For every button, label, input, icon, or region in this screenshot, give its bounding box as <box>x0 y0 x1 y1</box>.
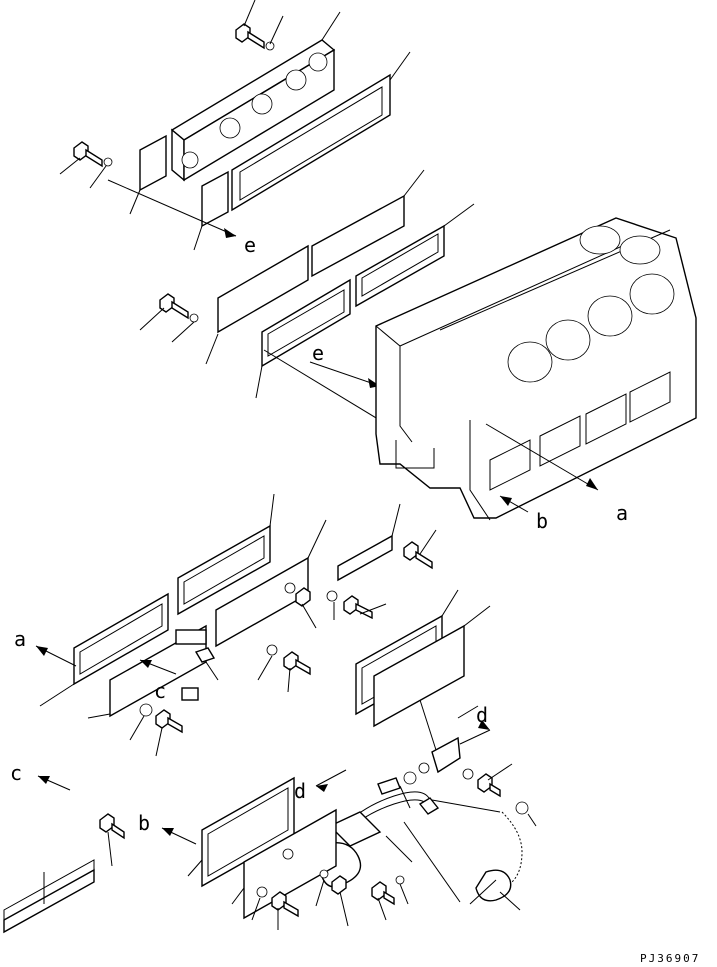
bar-bracket <box>337 534 393 582</box>
cover-plate-mid-right <box>311 194 405 278</box>
bolt-lower-right <box>257 644 311 693</box>
lower-cover-group: a c <box>14 493 437 757</box>
heater-cover <box>373 624 465 728</box>
cover-plate-mid-left <box>217 244 309 334</box>
top-cover-group: e <box>59 0 411 257</box>
small-plate <box>129 134 229 251</box>
label-a-top: a <box>616 501 628 525</box>
bolt-mid <box>139 293 199 343</box>
gasket-top <box>231 51 411 212</box>
bar-c <box>3 868 95 934</box>
side-cover-lower <box>73 592 169 686</box>
bolts-bottom <box>251 848 409 930</box>
drawing-code: PJ36907 <box>640 952 700 965</box>
label-d-mid: d <box>294 779 306 803</box>
label-b-top: b <box>536 509 548 533</box>
gasket-mid-right <box>355 224 445 308</box>
fitting-small <box>194 647 216 663</box>
bolt-top <box>235 0 284 51</box>
heater-body <box>328 811 382 847</box>
bolt-lower-mid <box>129 703 183 757</box>
engine-block: a b <box>375 217 697 533</box>
label-a-left: a <box>14 627 26 651</box>
bracket-d <box>431 736 461 774</box>
label-c-left: c <box>10 761 22 785</box>
heater-group: d d b <box>3 589 537 934</box>
side-cover-upper <box>177 524 271 616</box>
bolt-left-top <box>59 141 113 189</box>
small-tag <box>181 687 199 701</box>
small-bracket <box>175 629 207 645</box>
label-e-top: e <box>244 233 256 257</box>
label-b-left: b <box>138 811 150 835</box>
middle-cover-group: e <box>139 169 475 431</box>
gasket-mid-left <box>261 278 351 368</box>
bolt-upper-right <box>284 582 387 629</box>
label-e-mid: e <box>312 341 324 365</box>
label-c-mid: c <box>154 679 166 703</box>
sensor-connector <box>475 869 512 902</box>
label-d-right: d <box>476 703 488 727</box>
cover-plate-large <box>170 11 341 182</box>
